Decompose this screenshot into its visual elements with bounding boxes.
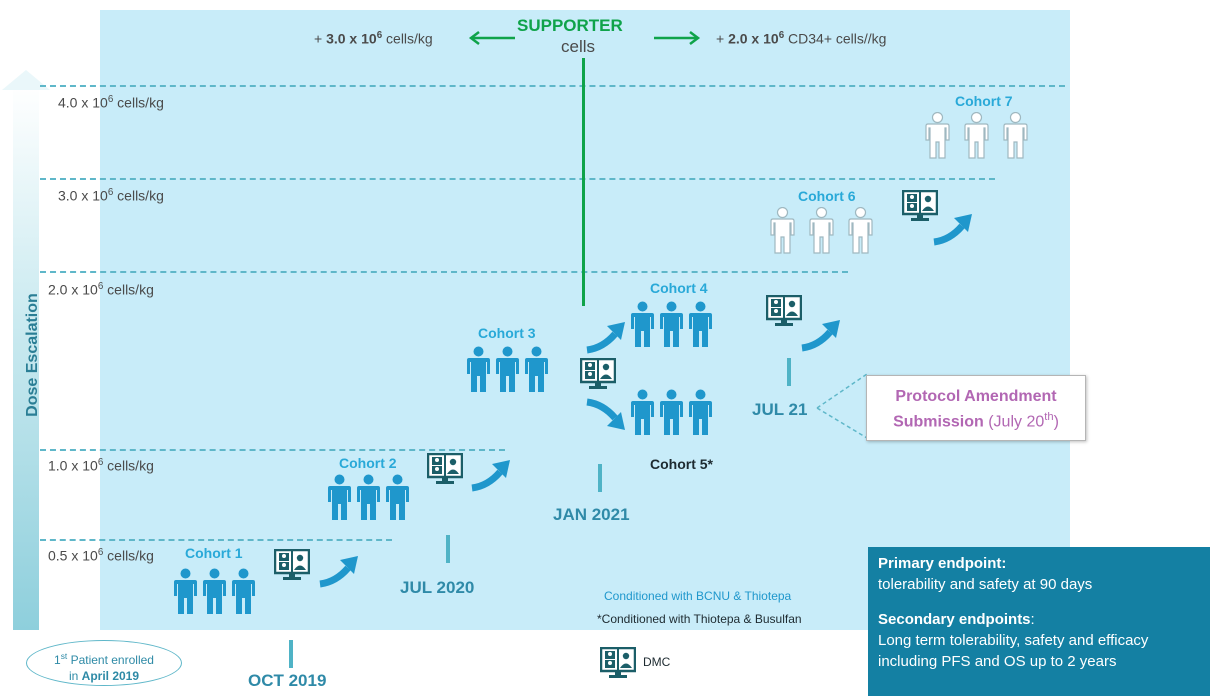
cohort-4-label: Cohort 4 (650, 280, 708, 296)
person-icon (231, 568, 256, 616)
trial-background (100, 10, 1070, 630)
person-icon (659, 301, 684, 349)
person-icon (688, 389, 713, 437)
person-icon (495, 346, 520, 394)
endpoints-box: Primary endpoint: tolerability and safet… (868, 547, 1210, 696)
secondary-endpoint-title: Secondary endpoints: (878, 611, 1035, 628)
first-patient-oval: 1st Patient enrolled in April 2019 (26, 640, 182, 686)
date-jul-2020: JUL 2020 (400, 578, 475, 597)
cohort-3-label: Cohort 3 (478, 325, 536, 341)
dose-label-1: 1.0 x 106 cells/kg (48, 457, 154, 474)
curved-arrow-icon (319, 556, 358, 588)
dose-line-3 (40, 178, 995, 180)
cohort-5-people (630, 389, 713, 437)
dose-escalation-arrow (13, 85, 39, 630)
curved-arrow-icon (586, 398, 625, 430)
cohort-2-label: Cohort 2 (339, 455, 397, 471)
person-icon (688, 301, 713, 349)
person-icon (202, 568, 227, 616)
dose-line-4 (40, 85, 1065, 87)
cohort-6-people (770, 207, 873, 255)
dmc-icon (902, 190, 938, 222)
timeline-tick (787, 358, 791, 386)
supporter-line (582, 58, 585, 306)
dose-escalation-arrowhead (2, 70, 50, 90)
dose-line-05 (40, 539, 392, 541)
person-icon (356, 474, 381, 522)
person-icon (385, 474, 410, 522)
dose-label-4: 4.0 x 106 cells/kg (58, 94, 164, 111)
person-icon (524, 346, 549, 394)
cohort-1-people (173, 568, 256, 616)
supporter-right-dose: + 2.0 x 106 CD34+ cells//kg (716, 30, 887, 47)
dose-label-2: 2.0 x 106 cells/kg (48, 281, 154, 298)
timeline-tick (598, 464, 602, 492)
person-icon (659, 389, 684, 437)
date-oct-2019: OCT 2019 (248, 671, 327, 690)
person-icon (964, 112, 989, 160)
cohort-7-label: Cohort 7 (955, 93, 1013, 109)
supporter-title: SUPPORTER (517, 16, 623, 35)
person-icon (466, 346, 491, 394)
person-icon (925, 112, 950, 160)
curved-arrow-icon (586, 322, 625, 354)
person-icon (1003, 112, 1028, 160)
person-icon (770, 207, 795, 255)
cohort-2-people (327, 474, 410, 522)
cohort-7-people (925, 112, 1028, 160)
timeline-tick (289, 640, 293, 668)
legend-conditioning-2: *Conditioned with Thiotepa & Busulfan (597, 612, 802, 626)
cohort-4-people (630, 301, 713, 349)
cohort-6-label: Cohort 6 (798, 188, 856, 204)
y-axis-label: Dose Escalation (24, 293, 41, 417)
supporter-subtitle: cells (561, 37, 596, 56)
curved-arrow-icon (471, 460, 510, 492)
primary-endpoint-text: tolerability and safety at 90 days (878, 576, 1093, 593)
cohort-1-label: Cohort 1 (185, 545, 243, 561)
protocol-amendment-callout: Protocol Amendment Submission (July 20th… (866, 375, 1086, 441)
dose-line-2 (40, 271, 848, 273)
person-icon (630, 389, 655, 437)
legend-dmc-label: DMC (643, 655, 671, 669)
protocol-amendment-title: Protocol Amendment Submission (893, 388, 1057, 431)
cohort-5-label: Cohort 5* (650, 456, 713, 472)
callout-connector (816, 373, 868, 439)
person-icon (173, 568, 198, 616)
legend-conditioning-1: Conditioned with BCNU & Thiotepa (604, 589, 792, 603)
supporter-right-arrow (654, 31, 701, 45)
cohort-3-people (466, 346, 549, 394)
supporter-left-dose: + 3.0 x 106 cells/kg (314, 30, 433, 47)
person-icon (630, 301, 655, 349)
date-jul-21: JUL 21 (752, 400, 808, 419)
person-icon (809, 207, 834, 255)
primary-endpoint-title: Primary endpoint: (878, 555, 1007, 572)
curved-arrow-icon (933, 214, 972, 246)
dose-label-3: 3.0 x 106 cells/kg (58, 187, 164, 204)
dmc-legend-icon (600, 647, 636, 679)
dmc-icon (766, 295, 802, 327)
dose-label-05: 0.5 x 106 cells/kg (48, 547, 154, 564)
timeline-tick (446, 535, 450, 563)
dmc-icon (427, 453, 463, 485)
dmc-icon (580, 358, 616, 390)
person-icon (848, 207, 873, 255)
dose-line-1 (40, 449, 505, 451)
person-icon (327, 474, 352, 522)
date-jan-2021: JAN 2021 (553, 505, 630, 524)
supporter-left-arrow (468, 31, 515, 45)
curved-arrow-icon (801, 320, 840, 352)
secondary-endpoint-text: Long term tolerability, safety and effic… (878, 632, 1149, 670)
dmc-icon (274, 549, 310, 581)
